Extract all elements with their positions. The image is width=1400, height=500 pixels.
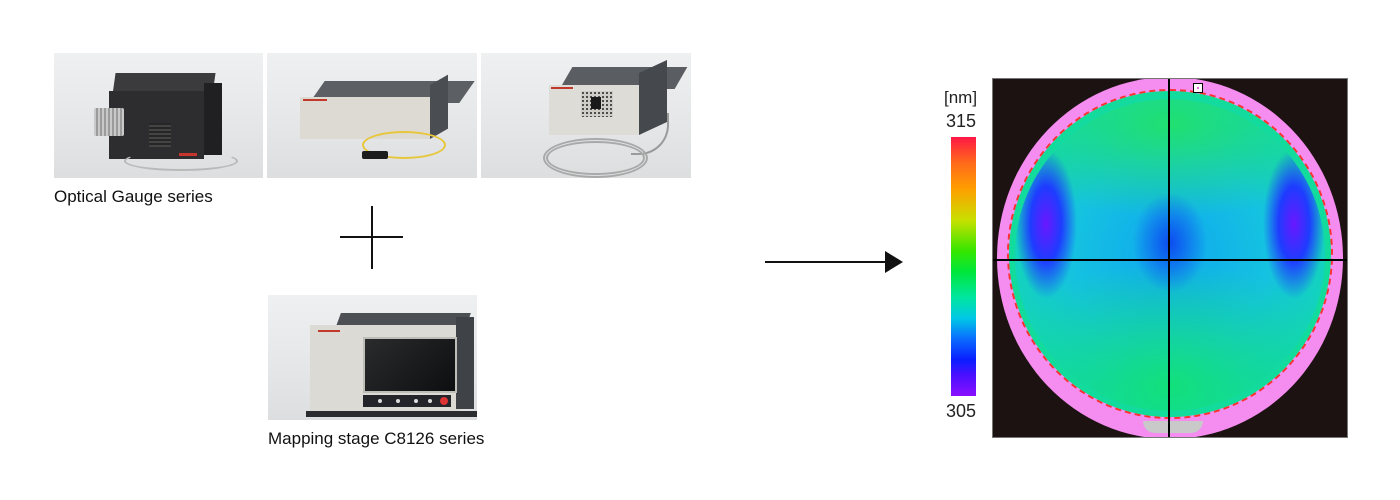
device-cable	[124, 151, 238, 171]
device-brand-mark	[303, 99, 327, 101]
fiber-connector	[362, 151, 388, 159]
mapping-stage-caption: Mapping stage C8126 series	[268, 429, 485, 448]
device-side	[456, 317, 474, 409]
optical-gauge-image-2	[267, 53, 477, 178]
panel-button	[378, 399, 382, 403]
emergency-stop	[440, 397, 448, 405]
arrow-head	[885, 251, 903, 273]
device-grill	[581, 91, 613, 117]
wafer-thickness-core	[1015, 99, 1325, 411]
colorbar-unit: [nm]	[944, 88, 978, 107]
device-knob	[591, 97, 601, 109]
device-side	[430, 74, 448, 139]
device-window	[363, 337, 457, 393]
wafer-flat-region	[1143, 421, 1203, 433]
plus-horizontal	[340, 236, 403, 238]
panel-button	[396, 399, 400, 403]
optical-gauge-image-3	[481, 53, 691, 178]
optical-gauge-image-1	[54, 53, 263, 178]
device-head	[94, 108, 124, 136]
orientation-notch-marker	[1193, 83, 1203, 93]
crosshair-horizontal	[993, 259, 1347, 261]
device-brand-mark	[318, 330, 340, 332]
device-side	[204, 83, 222, 155]
device-base	[306, 411, 477, 417]
colorbar-min-label: 305	[946, 401, 977, 421]
device-vent	[149, 123, 171, 147]
wafer-high-rim	[1007, 89, 1333, 419]
colorbar-gradient	[951, 137, 976, 396]
arrow-shaft	[765, 261, 887, 263]
optical-gauge-caption: Optical Gauge series	[54, 187, 213, 206]
mapping-stage-image	[268, 295, 477, 420]
device-brand-mark	[551, 87, 573, 89]
cable-coil	[543, 138, 648, 178]
control-panel	[363, 395, 451, 407]
colorbar-max-label: 315	[946, 111, 977, 131]
fiber-cable	[362, 131, 446, 159]
panel-button	[414, 399, 418, 403]
crosshair-vertical	[1168, 79, 1170, 437]
panel-button	[428, 399, 432, 403]
wafer-thickness-map	[992, 78, 1348, 438]
